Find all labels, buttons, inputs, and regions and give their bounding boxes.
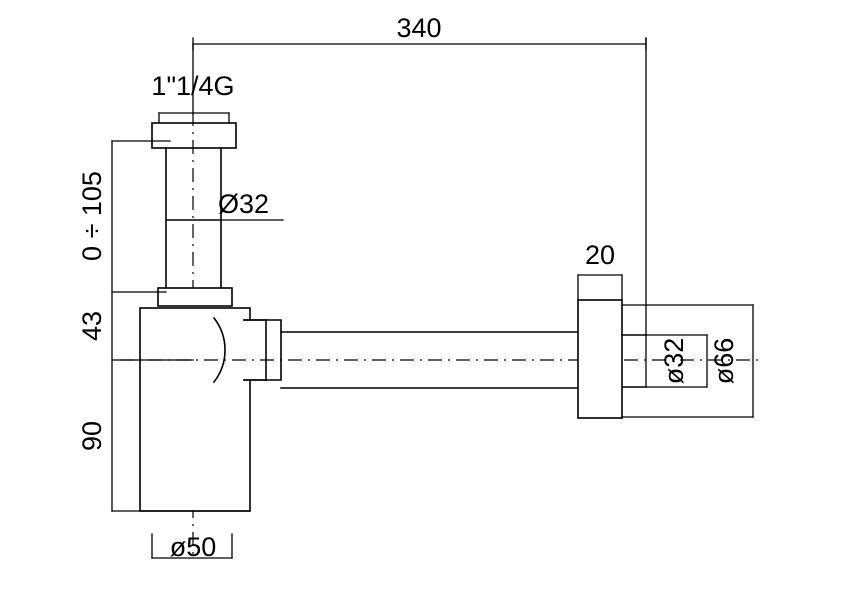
dimension-50-bracket — [151, 533, 233, 559]
dimension-340 — [192, 37, 647, 387]
escutcheon-outline — [621, 304, 754, 418]
label-tube-diameter: Ø32 — [218, 189, 269, 219]
trap-body — [139, 307, 251, 512]
label-escutcheon-diameter: ø66 — [709, 338, 739, 385]
elbow-curve — [212, 316, 226, 384]
top-collar — [151, 122, 237, 149]
label-body-height: 90 — [77, 421, 107, 451]
left-dimension-chain — [111, 140, 251, 512]
outlet-stub — [243, 319, 282, 381]
lower-collar — [157, 287, 233, 307]
dimension-outlet-32-bracket — [645, 334, 708, 388]
dimension-20-bracket — [577, 274, 623, 301]
wall-flange — [577, 299, 623, 419]
label-neck-height: 43 — [77, 311, 107, 341]
label-outlet-diameter: ø32 — [659, 338, 689, 385]
label-thread-size: 1"1/4G — [151, 71, 234, 101]
label-adjustable-height: 0 ÷ 105 — [77, 171, 107, 261]
label-flange-thickness: 20 — [585, 240, 615, 270]
label-body-diameter: ø50 — [170, 532, 217, 562]
label-340: 340 — [396, 13, 441, 43]
